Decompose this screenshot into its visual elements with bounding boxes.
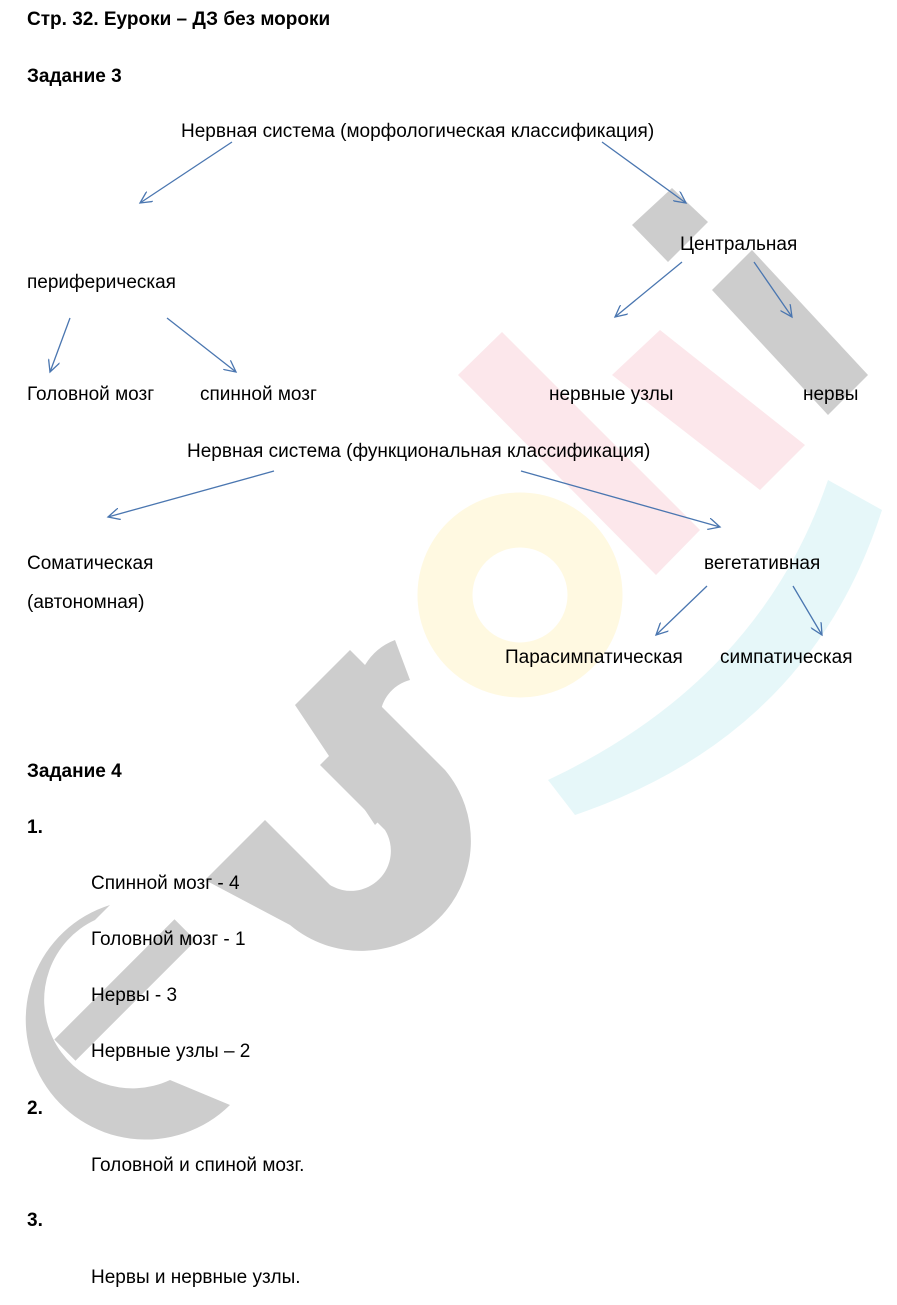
brain-label: Головной мозг [27, 384, 155, 405]
vegetative-label: вегетативная [704, 553, 821, 574]
task4-heading: Задание 4 [27, 761, 122, 782]
q1-answer: Спинной мозг - 4 [91, 873, 240, 894]
q3-answer: Нервы и нервные узлы. [91, 1267, 301, 1288]
watermark-swoosh [548, 480, 882, 815]
watermark-letter-e [25, 905, 230, 1140]
q1-answer: Нервные узлы – 2 [91, 1041, 251, 1062]
arrow-root-to-peripheral [140, 141, 233, 203]
spinal-label: спинной мозг [200, 384, 317, 405]
arrow-central-to-ganglia [615, 261, 683, 317]
sympathetic-label: симпатическая [720, 647, 853, 668]
watermark-letter-r [295, 640, 430, 825]
watermark-letter-k-arm [612, 330, 805, 490]
arrow-root-to-central [601, 141, 686, 203]
central-label: Центральная [680, 234, 798, 255]
arrow-peripheral-to-spinal [166, 317, 236, 372]
q2-answer: Головной и спиной мозг. [91, 1155, 305, 1176]
arrow-vegetative-to-sympathetic [792, 585, 822, 635]
somatic-label: Соматическая [27, 553, 154, 574]
peripheral-label: периферическая [27, 272, 176, 293]
nerves-label: нервы [803, 384, 859, 405]
q1-answer: Головной мозг - 1 [91, 929, 246, 950]
arrow-func-to-somatic [108, 470, 275, 517]
func-root-label: Нервная система (функциональная классифи… [187, 441, 651, 462]
page-title: Стр. 32. Еуроки – ДЗ без мороки [27, 9, 331, 30]
q2-number: 2. [27, 1098, 43, 1119]
somatic-note-label: (автономная) [27, 592, 145, 613]
arrow-central-to-nerves [753, 261, 792, 317]
q1-answer: Нервы - 3 [91, 985, 178, 1006]
q1-number: 1. [27, 817, 43, 838]
watermark-letter-k [458, 332, 700, 575]
ganglia-label: нервные узлы [549, 384, 674, 405]
parasympathetic-label: Парасимпатическая [505, 647, 683, 668]
arrow-func-to-vegetative [520, 470, 720, 527]
watermark-letter-i-dot [632, 188, 708, 262]
arrow-vegetative-to-parasympathetic [656, 585, 708, 635]
watermark-letter-i-stem [712, 250, 868, 415]
watermark-letter-o [417, 492, 623, 698]
q3-number: 3. [27, 1210, 43, 1231]
morph-root-label: Нервная система (морфологическая классиф… [181, 121, 655, 142]
watermark-letter-e-bar [54, 919, 196, 1061]
arrow-peripheral-to-brain [50, 317, 71, 372]
task3-heading: Задание 3 [27, 66, 122, 87]
